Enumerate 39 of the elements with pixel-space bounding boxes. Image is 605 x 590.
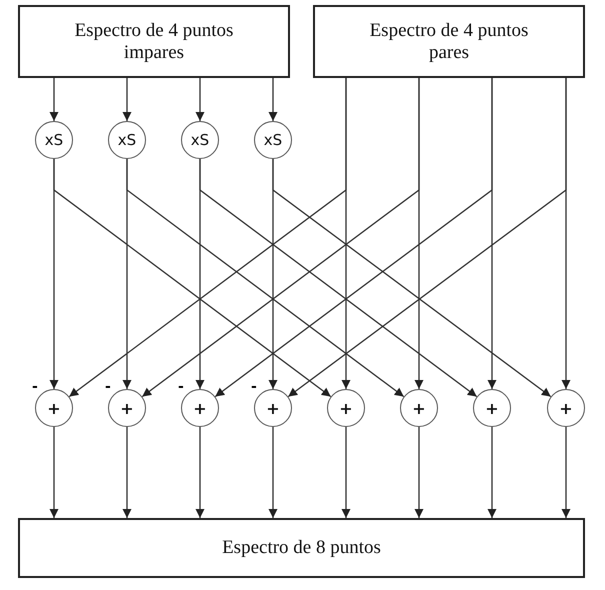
- arrow: [68, 78, 347, 398]
- arrow: [268, 78, 278, 121]
- adder-circle: +: [35, 389, 73, 427]
- adder-circle: +: [473, 389, 511, 427]
- minus-sign: -: [32, 380, 38, 394]
- arrow: [488, 427, 496, 518]
- spectrum-box: Espectro de 8 puntos: [18, 518, 585, 578]
- arrow: [196, 78, 204, 121]
- arrow: [53, 159, 332, 398]
- arrow: [126, 159, 404, 398]
- arrow: [214, 78, 493, 398]
- arrow: [268, 427, 278, 518]
- multiplier-circle: xS: [35, 121, 73, 159]
- adder-circle: +: [181, 389, 219, 427]
- multiplier-circle: xS: [108, 121, 146, 159]
- minus-sign: -: [251, 380, 257, 394]
- arrow: [122, 427, 132, 518]
- adder-circle: +: [327, 389, 365, 427]
- arrow: [199, 159, 478, 398]
- arrow: [288, 78, 567, 398]
- arrow: [122, 78, 132, 121]
- arrow: [562, 427, 570, 518]
- arrow: [342, 427, 350, 518]
- arrow: [50, 427, 58, 518]
- spectrum-box: Espectro de 4 puntos pares: [313, 5, 585, 78]
- arrow: [414, 427, 424, 518]
- adder-circle: +: [400, 389, 438, 427]
- adder-circle: +: [254, 389, 292, 427]
- adder-circle: +: [108, 389, 146, 427]
- arrow: [142, 78, 420, 398]
- spectrum-box: Espectro de 4 puntos impares: [18, 5, 290, 78]
- arrow: [196, 427, 204, 518]
- minus-sign: -: [178, 380, 184, 394]
- minus-sign: -: [105, 380, 111, 394]
- multiplier-circle: xS: [181, 121, 219, 159]
- multiplier-circle: xS: [254, 121, 292, 159]
- adder-circle: +: [547, 389, 585, 427]
- arrow: [50, 78, 58, 121]
- arrow: [272, 159, 552, 398]
